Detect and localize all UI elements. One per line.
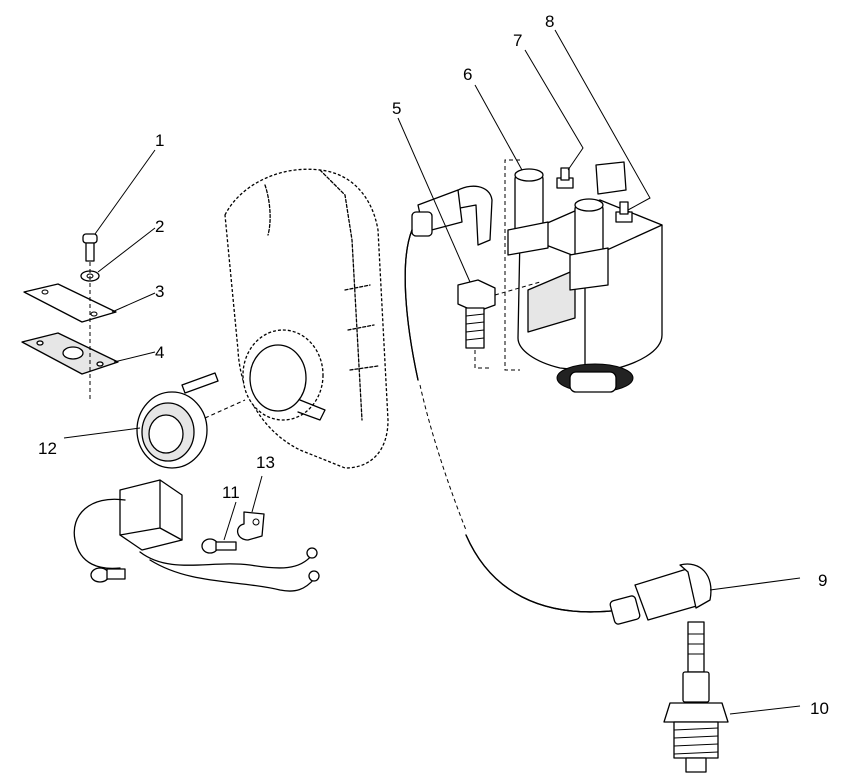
upper-lead-wire-inner xyxy=(404,229,419,381)
callout-labels: 1 2 3 4 5 6 7 8 9 10 11 12 13 xyxy=(38,12,829,718)
callout-9: 9 xyxy=(818,571,827,590)
part-5-bolt xyxy=(457,279,496,349)
lower-lead-wire-inner xyxy=(465,534,621,613)
part-4-gasket xyxy=(21,332,119,375)
assembly-line-12 xyxy=(204,399,246,419)
callout-3: 3 xyxy=(155,282,164,301)
coil-bracket-line xyxy=(504,159,520,371)
part-11-screw xyxy=(201,538,237,554)
callout-11: 11 xyxy=(222,483,240,502)
callout-12: 12 xyxy=(38,439,57,458)
part-3-plate xyxy=(23,283,117,323)
dowel-pin xyxy=(181,372,219,394)
callout-1: 1 xyxy=(155,131,164,150)
ignition-coil xyxy=(507,161,663,393)
leader-lines xyxy=(63,29,801,715)
callout-10: 10 xyxy=(810,699,829,718)
callout-8: 8 xyxy=(545,12,554,31)
part-6-hv-tower xyxy=(507,168,549,256)
part-1-screw xyxy=(82,233,98,262)
callout-4: 4 xyxy=(155,343,164,362)
part-9-spark-plug-cap xyxy=(609,563,712,625)
upper-plug-cap xyxy=(411,185,493,246)
assembly-line-5b xyxy=(494,281,541,296)
callout-7: 7 xyxy=(513,31,522,50)
wire-continuation-line xyxy=(419,384,467,531)
charge-coil-assembly xyxy=(73,479,320,592)
part-13-clamp xyxy=(237,511,265,541)
coil-second-tower xyxy=(569,198,609,291)
callout-6: 6 xyxy=(463,65,472,84)
flywheel-housing xyxy=(224,168,389,469)
part-10-spark-plug xyxy=(663,621,729,773)
terminal-tab xyxy=(595,161,627,195)
lower-lead-wire xyxy=(465,534,621,613)
part-12-oil-seal xyxy=(136,391,208,469)
part-7-terminal-nut xyxy=(556,167,574,189)
callout-5: 5 xyxy=(392,99,401,118)
part-8-terminal-nut xyxy=(615,201,633,223)
assembly-line-5 xyxy=(474,350,492,369)
callout-13: 13 xyxy=(256,453,275,472)
callout-2: 2 xyxy=(155,217,164,236)
